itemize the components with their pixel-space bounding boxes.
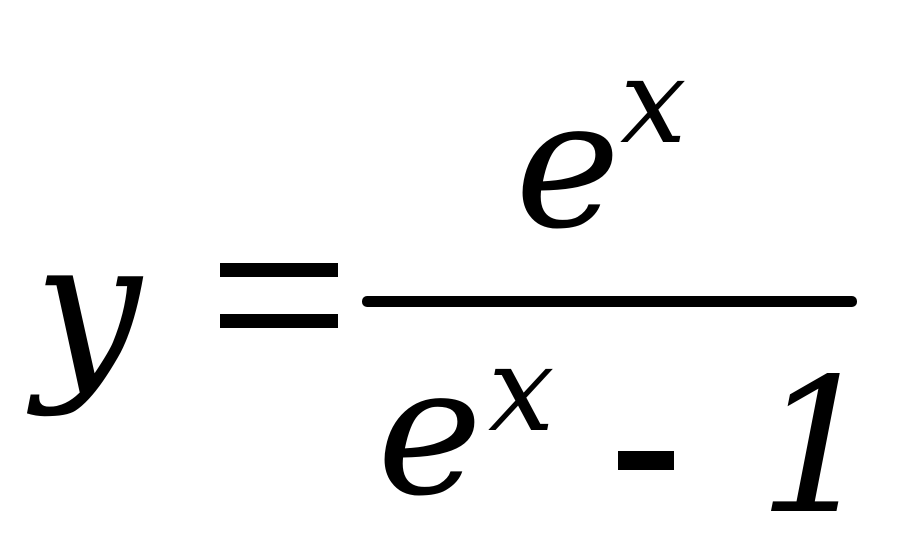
numerator-base-e: e bbox=[515, 61, 621, 268]
denominator-exponent-x: x bbox=[488, 320, 555, 458]
denominator-minus-sign bbox=[618, 451, 674, 470]
denominator-constant-one: 1 bbox=[758, 338, 877, 555]
fraction-bar bbox=[362, 296, 857, 307]
numerator-exponent-x: x bbox=[620, 32, 687, 170]
equals-sign-top-bar bbox=[220, 263, 338, 277]
denominator-base-e: e bbox=[377, 328, 483, 535]
lhs-variable-y: y bbox=[34, 198, 142, 419]
equals-sign-bottom-bar bbox=[220, 314, 338, 328]
